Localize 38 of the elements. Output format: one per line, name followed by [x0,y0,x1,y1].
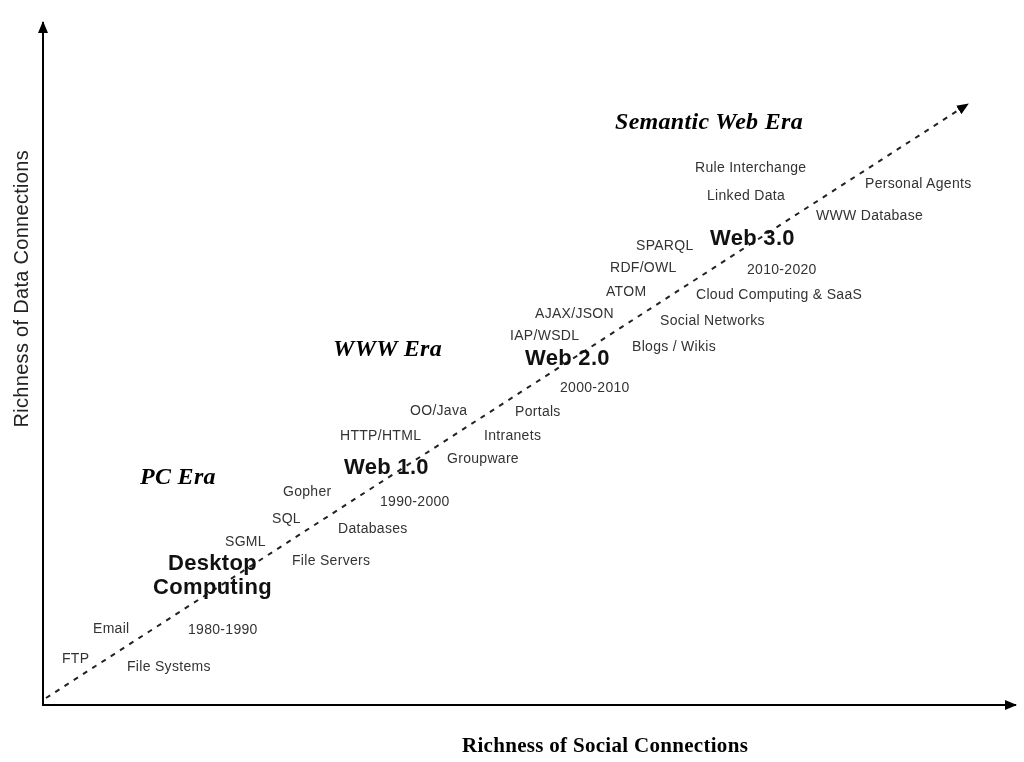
era-heading: Semantic Web Era [615,108,803,135]
technology-label: Cloud Computing & SaaS [696,287,863,303]
technology-label: RDF/OWL [610,260,677,276]
stage-heading: Web 1.0 [344,455,429,480]
axis-title: Richness of Data Connections [10,150,32,428]
technology-label: SPARQL [636,238,694,254]
technology-label: Gopher [283,484,332,500]
era-heading: WWW Era [333,335,443,362]
year-range: 2000-2010 [560,380,630,396]
stage-heading: Desktop Computing [152,551,273,600]
year-range: 1980-1990 [188,622,258,638]
technology-label: IAP/WSDL [510,328,580,344]
stage-heading: Web 2.0 [525,346,610,371]
era-heading: PC Era [140,463,216,490]
technology-label: Social Networks [660,313,765,329]
technology-label: WWW Database [816,208,924,224]
technology-label: Email [93,621,130,637]
technology-label: Linked Data [707,188,786,204]
technology-label: SQL [272,511,301,527]
technology-label: Databases [338,521,408,537]
technology-label: Blogs / Wikis [632,339,717,355]
technology-label: Personal Agents [865,176,972,192]
technology-label: AJAX/JSON [535,306,614,322]
technology-label: Intranets [484,428,542,444]
technology-label: Groupware [447,451,519,467]
year-range: 1990-2000 [380,494,450,510]
technology-label: SGML [225,534,266,550]
technology-label: HTTP/HTML [340,428,422,444]
year-range: 2010-2020 [747,262,817,278]
axis-title: Richness of Social Connections [462,734,749,758]
stage-heading: Web 3.0 [710,226,795,251]
technology-label: Rule Interchange [695,160,807,176]
technology-label: ATOM [606,284,647,300]
technology-label: Portals [515,404,561,420]
technology-label: FTP [62,651,90,667]
technology-label: OO/Java [410,403,468,419]
technology-label: File Systems [127,659,211,675]
technology-label: File Servers [292,553,371,569]
